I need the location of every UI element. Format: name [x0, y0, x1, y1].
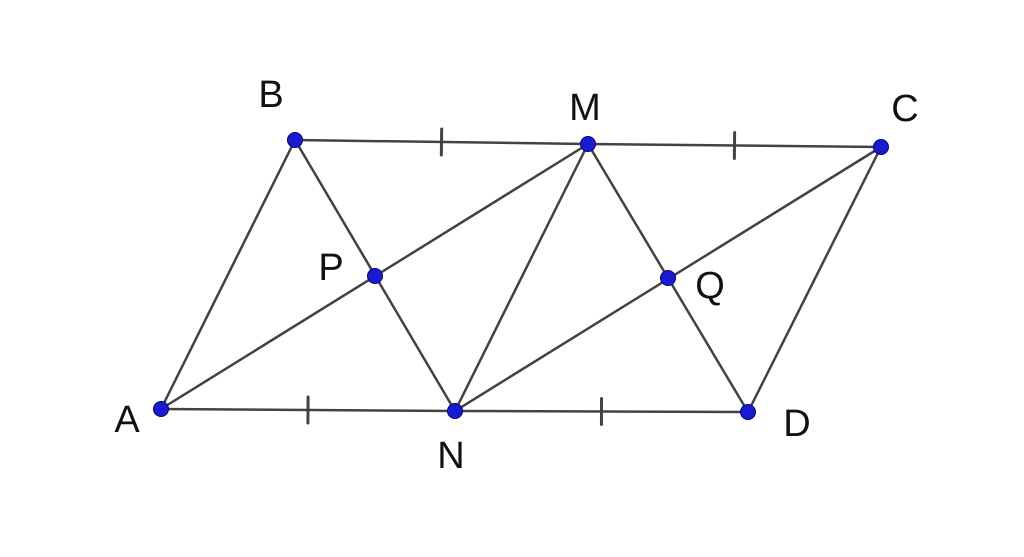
point-Q — [660, 270, 676, 286]
segment-CD — [746, 145, 883, 414]
point-B — [287, 132, 303, 148]
label-A: A — [114, 399, 140, 441]
label-C: C — [891, 88, 918, 130]
label-P: P — [318, 247, 343, 289]
point-D — [740, 404, 756, 420]
label-M: M — [569, 87, 601, 129]
label-D: D — [783, 403, 810, 445]
point-C — [873, 139, 889, 155]
point-P — [367, 268, 383, 284]
segment-AB — [159, 138, 297, 411]
point-N — [447, 403, 463, 419]
label-B: B — [258, 74, 283, 116]
label-Q: Q — [695, 265, 725, 307]
point-M — [580, 136, 596, 152]
segment-MN — [453, 142, 590, 413]
label-N: N — [437, 435, 464, 477]
point-A — [153, 401, 169, 417]
